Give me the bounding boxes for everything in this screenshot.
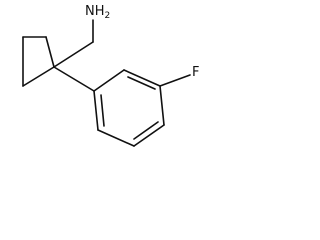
arom-bond-2 [123,69,161,87]
amine-label: NH2 [85,4,110,21]
arom-double-3 [100,94,105,127]
arom-bond-5 [97,129,135,147]
arom-bond-1 [93,69,125,92]
ring-bond-right [45,36,55,68]
aminomethyl-chain [53,19,94,68]
benzene-ring [93,69,165,147]
c-ch2-bond [53,41,94,68]
c-f-bond [159,74,191,87]
amine-subscript: 2 [105,11,111,21]
amine-nh-text: NH [85,4,105,19]
c-phenyl-bond [53,66,95,92]
arom-double-1 [127,76,156,90]
chemical-structure: NH2 F [22,4,199,147]
arom-double-2 [133,121,159,140]
arom-bond-3 [159,85,165,126]
fluorine-label: F [192,65,199,80]
arom-bond-6 [93,90,99,131]
ring-bond-bottom [22,66,55,87]
cyclobutane-ring [22,36,55,87]
arom-bond-4 [133,124,165,147]
